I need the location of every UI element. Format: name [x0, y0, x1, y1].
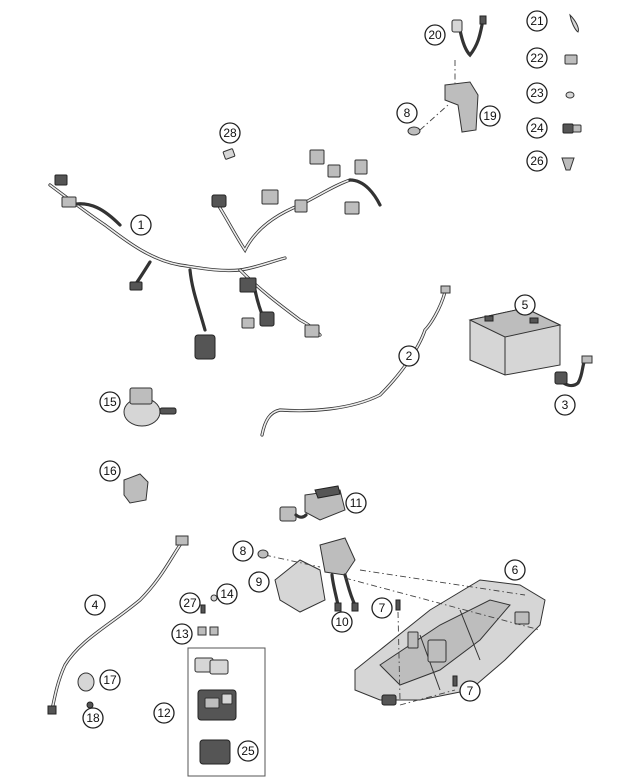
- relay-15: [123, 387, 177, 427]
- svg-text:19: 19: [483, 109, 497, 123]
- svg-text:6: 6: [512, 563, 519, 577]
- starter-relay-box: [187, 647, 266, 777]
- wiring-harness: [48, 149, 382, 360]
- callout-7-lower: 7: [459, 680, 481, 702]
- cable-3: [554, 355, 593, 388]
- callout-7-upper: 7: [371, 597, 393, 619]
- svg-text:7: 7: [379, 601, 386, 615]
- callout-14: 14: [216, 583, 238, 605]
- svg-text:4: 4: [92, 598, 99, 612]
- svg-text:15: 15: [103, 395, 117, 409]
- part-16: [123, 473, 149, 504]
- mount-9: [274, 537, 359, 613]
- callout-26: 26: [526, 150, 548, 172]
- part-28: [222, 148, 236, 160]
- callout-6: 6: [504, 559, 526, 581]
- callout-16: 16: [99, 460, 121, 482]
- part-21: [569, 13, 579, 33]
- svg-text:8: 8: [404, 106, 411, 120]
- part-22: [564, 54, 578, 65]
- callout-24: 24: [526, 117, 548, 139]
- callout-23: 23: [526, 82, 548, 104]
- callout-4: 4: [84, 594, 106, 616]
- leader-lines: [264, 554, 541, 706]
- svg-text:24: 24: [530, 121, 544, 135]
- callout-10: 10: [331, 611, 353, 633]
- callout-12: 12: [153, 702, 175, 724]
- callout-2: 2: [398, 345, 420, 367]
- callout-28: 28: [219, 122, 241, 144]
- clips-13: [197, 626, 219, 636]
- cable-2: [260, 285, 451, 437]
- svg-text:13: 13: [175, 627, 189, 641]
- screw-27: [200, 604, 206, 614]
- callout-8-upper: 8: [396, 102, 418, 124]
- battery: [468, 307, 562, 376]
- svg-text:22: 22: [530, 51, 544, 65]
- tray-6: [354, 579, 546, 706]
- callout-27: 27: [179, 592, 201, 614]
- part-23: [565, 91, 575, 99]
- svg-text:28: 28: [223, 126, 237, 140]
- svg-text:26: 26: [530, 154, 544, 168]
- svg-text:23: 23: [530, 86, 544, 100]
- svg-text:27: 27: [183, 596, 197, 610]
- callout-20: 20: [424, 24, 446, 46]
- callout-25: 25: [237, 740, 259, 762]
- svg-text:17: 17: [103, 673, 117, 687]
- callout-18: 18: [82, 707, 104, 729]
- callout-11: 11: [345, 492, 367, 514]
- callout-8-lower: 8: [232, 540, 254, 562]
- callout-1: 1: [130, 214, 152, 236]
- bulb-17: [77, 672, 95, 692]
- callout-21: 21: [526, 10, 548, 32]
- svg-text:9: 9: [256, 575, 263, 589]
- callout-17: 17: [99, 669, 121, 691]
- svg-text:25: 25: [241, 744, 255, 758]
- svg-text:11: 11: [350, 496, 363, 510]
- svg-text:8: 8: [240, 544, 247, 558]
- svg-text:5: 5: [522, 298, 529, 312]
- svg-text:7: 7: [467, 684, 474, 698]
- callout-22: 22: [526, 47, 548, 69]
- svg-text:18: 18: [86, 711, 100, 725]
- svg-text:21: 21: [530, 14, 544, 28]
- regulator-11: [279, 485, 346, 522]
- svg-text:12: 12: [157, 706, 171, 720]
- part-24: [562, 123, 582, 134]
- svg-text:10: 10: [335, 615, 349, 629]
- svg-text:20: 20: [428, 28, 442, 42]
- svg-text:16: 16: [103, 464, 117, 478]
- callout-9: 9: [248, 571, 270, 593]
- part-26: [561, 157, 575, 171]
- part-14: [210, 594, 218, 602]
- callout-3: 3: [554, 394, 576, 416]
- callout-19: 19: [479, 105, 501, 127]
- cable-4: [47, 535, 189, 715]
- svg-text:2: 2: [406, 349, 413, 363]
- nut-8: [257, 549, 269, 559]
- bracket-19: [407, 15, 487, 136]
- svg-text:1: 1: [138, 218, 145, 232]
- svg-text:14: 14: [220, 587, 234, 601]
- svg-text:3: 3: [562, 398, 569, 412]
- callout-15: 15: [99, 391, 121, 413]
- callout-13: 13: [171, 623, 193, 645]
- callout-5: 5: [514, 294, 536, 316]
